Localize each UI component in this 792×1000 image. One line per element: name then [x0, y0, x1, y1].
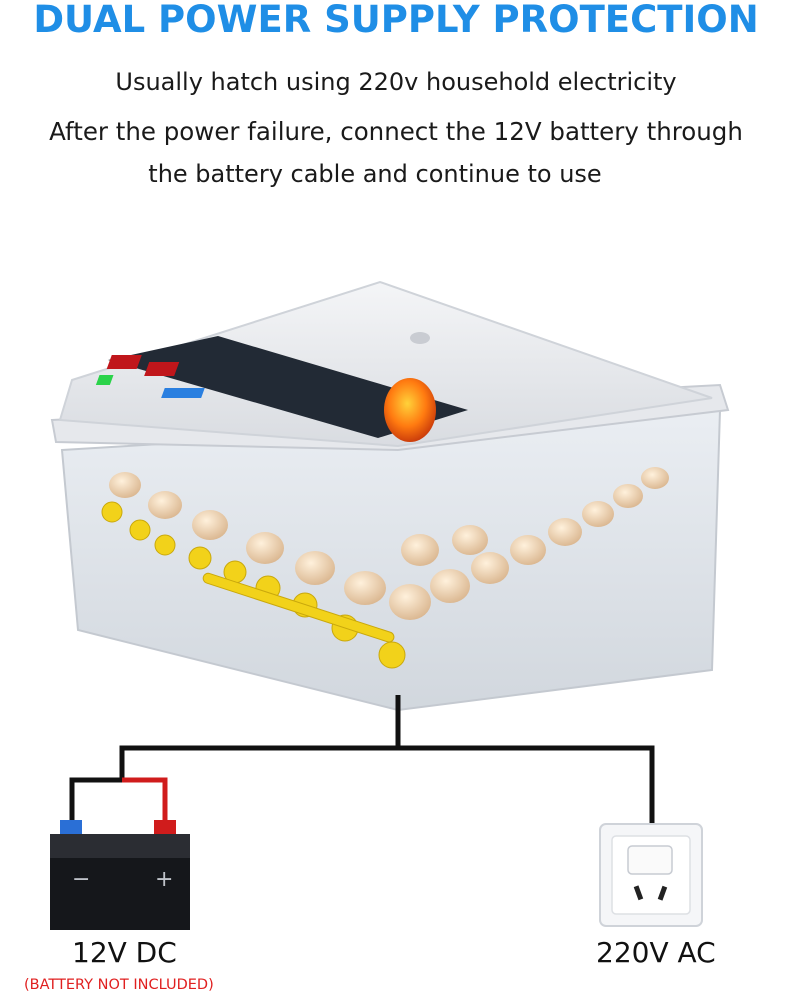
power-cables [69, 695, 655, 830]
egg-rollers [101, 501, 406, 669]
subtitle-line-2: After the power failure, connect the 12V… [49, 117, 743, 146]
plus-icon: + [155, 867, 173, 892]
wall-socket-plug-icon [599, 823, 703, 927]
diagram-scene: − + [50, 280, 730, 930]
eggs-group [109, 467, 669, 620]
label-battery-not-included: (BATTERY NOT INCLUDED) [24, 977, 214, 993]
minus-icon: − [72, 867, 90, 892]
incubator-product-photo [50, 280, 730, 712]
label-220v-ac: 220V AC [596, 936, 716, 969]
subtitle-line-3: the battery cable and continue to use [148, 160, 602, 188]
car-battery-icon: − + [50, 820, 190, 930]
label-12v-dc: 12V DC [72, 936, 177, 969]
control-panel [108, 336, 468, 438]
candling-egg [384, 378, 436, 442]
headline: DUAL POWER SUPPLY PROTECTION [33, 0, 759, 41]
subtitle-line-1: Usually hatch using 220v household elect… [115, 68, 677, 96]
